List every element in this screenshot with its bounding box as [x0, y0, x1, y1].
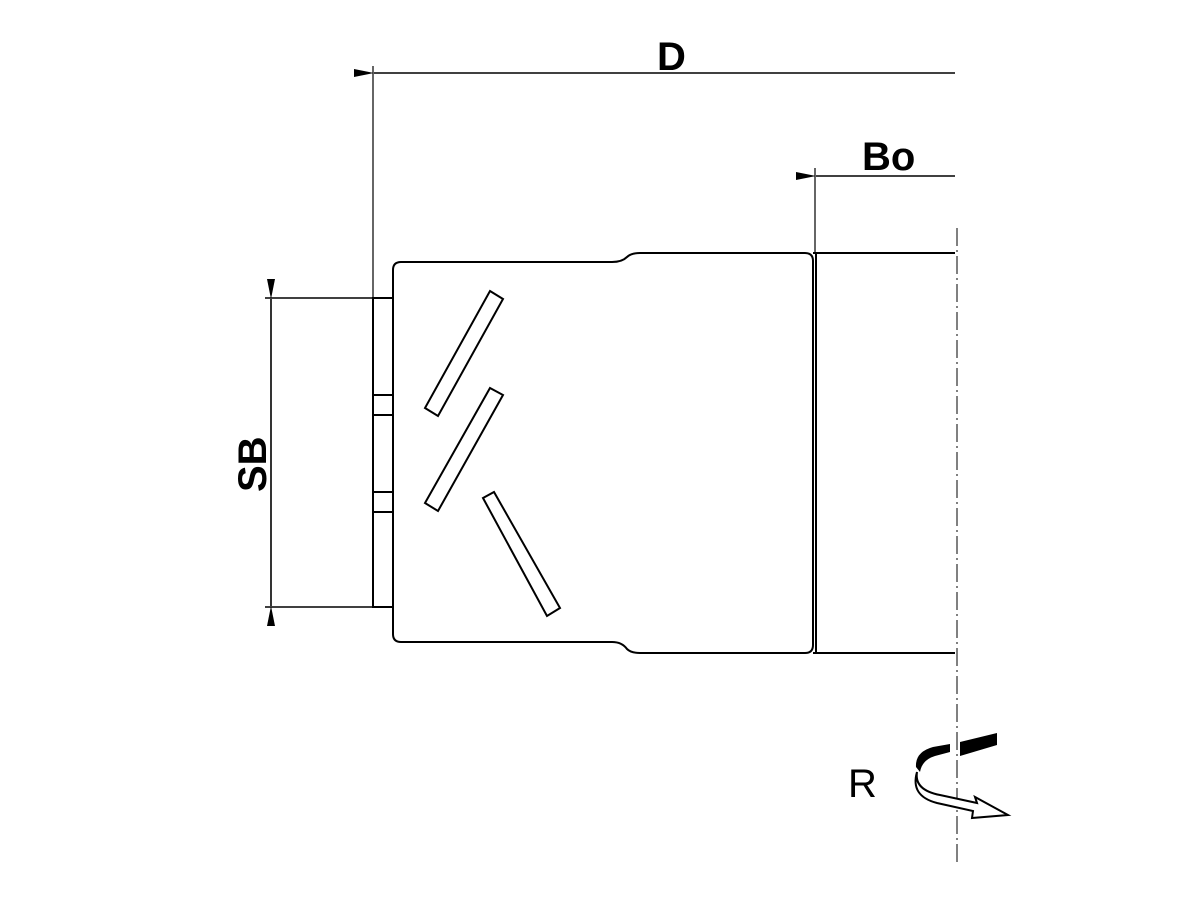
rotation-arrow-icon: [914, 733, 1012, 820]
label-bo: Bo: [862, 135, 915, 179]
knife-1: [423, 289, 505, 418]
cutter-body: [392, 252, 814, 654]
label-d: D: [657, 35, 686, 79]
knife-3: [481, 490, 562, 618]
label-sb: SB: [231, 436, 275, 492]
hub: [813, 252, 955, 654]
label-r: R: [848, 762, 877, 806]
knife-2: [423, 386, 505, 513]
knife-strip: [372, 297, 394, 608]
